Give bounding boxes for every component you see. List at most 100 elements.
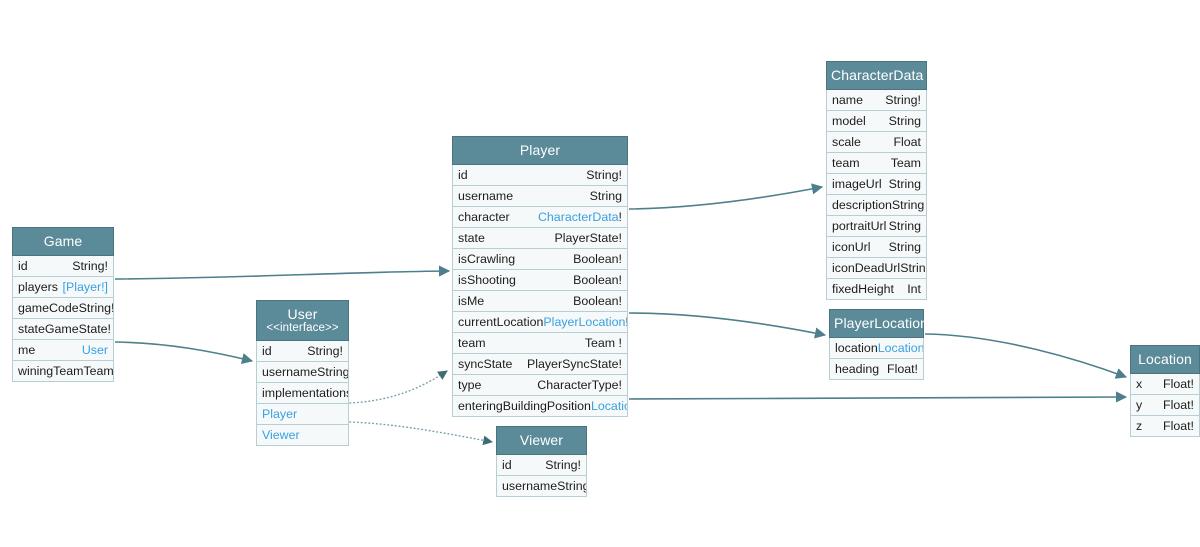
field-type: String [557,479,587,494]
field-name: id [502,458,512,473]
field-name: name [832,93,863,108]
implementations-label: implementations [262,385,349,400]
field-type: String! [545,458,581,473]
field-type-ref[interactable]: PlayerLocation [543,315,626,330]
edge-user-implements-player [349,370,448,404]
field-type: String [900,261,926,276]
entity-game-title: Game [12,227,114,257]
table-row[interactable]: portraitUrl String [826,216,927,238]
field-type: Int [907,282,921,297]
table-row[interactable]: state GameState! [12,319,114,341]
edge-user-implements-viewer [349,421,493,446]
edge-player-character-to-characterdata [628,183,824,210]
entity-player[interactable]: Player id String! username String charac… [452,136,628,418]
table-row[interactable]: imageUrl String [826,174,927,196]
field-type-ref[interactable]: [Player!] [62,280,108,295]
field-type: Boolean! [573,273,622,288]
table-row[interactable]: id String! [496,455,587,477]
implementation-item-player[interactable]: Player [256,403,349,425]
entity-user-title: User <<interface>> [256,300,349,341]
field-type: PlayerState! [554,231,623,246]
table-row[interactable]: syncState PlayerSyncState! [452,354,628,376]
field-type-ref[interactable]: CharacterData [537,210,619,225]
field-name: state [458,231,485,246]
field-type: Float! [1163,419,1194,434]
field-name: imageUrl [832,177,882,192]
field-type: CharacterData! [538,210,622,224]
field-name: character [458,210,510,225]
field-type-ref[interactable]: Location [590,399,627,414]
table-row[interactable]: y Float! [1130,395,1200,417]
table-row[interactable]: me User [12,340,114,362]
entity-player-location[interactable]: PlayerLocation location Location! headin… [829,309,928,381]
table-row[interactable]: players [Player!] [12,277,114,299]
table-row[interactable]: currentLocation PlayerLocation! [452,312,628,334]
table-row[interactable]: gameCode String! [12,298,114,320]
table-row[interactable]: team Team ! [452,333,628,355]
table-row[interactable]: name String! [826,90,927,112]
table-row[interactable]: id String! [256,340,349,362]
field-type-ref[interactable]: User [81,343,108,358]
field-type-suffix: ! [625,315,627,329]
field-type-ref[interactable]: Location [877,341,924,356]
table-row[interactable]: state PlayerState! [452,228,628,250]
field-name: x [1136,377,1143,392]
table-row[interactable]: x Float! [1130,374,1200,396]
entity-game[interactable]: Game id String! players [Player!] gameCo… [12,227,114,383]
implementation-label: Player [262,406,298,421]
entity-user[interactable]: User <<interface>> id String! username S… [256,300,349,446]
field-name: y [1136,398,1143,413]
implementation-label: Viewer [262,427,300,442]
edge-playerlocation-location-to-location [924,333,1128,379]
table-row[interactable]: id String! [452,165,628,187]
field-name: id [18,259,28,274]
field-name: gameCode [18,301,79,316]
table-row[interactable]: description String [826,195,927,217]
field-name: id [458,168,468,183]
field-type: String [317,364,349,379]
entity-viewer-title: Viewer [496,426,587,456]
field-name: isCrawling [458,252,516,267]
field-name: team [832,156,860,171]
table-row[interactable]: username String [256,361,349,383]
field-type: Float! [1163,398,1194,413]
field-name: isShooting [458,273,516,288]
field-name: username [502,479,558,494]
field-type: Float! [887,362,918,377]
field-type: String [589,189,622,204]
table-row[interactable]: fixedHeight Int [826,279,927,301]
table-row[interactable]: username String [496,476,587,498]
table-row[interactable]: winingTeam Team [12,361,114,383]
table-row[interactable]: isMe Boolean! [452,291,628,313]
entity-location[interactable]: Location x Float! y Float! z Float! [1130,345,1200,438]
entity-character-data[interactable]: CharacterData name String! model String … [826,61,927,301]
table-row[interactable]: iconUrl String [826,237,927,259]
table-row[interactable]: isShooting Boolean! [452,270,628,292]
table-row[interactable]: scale Float [826,132,927,154]
entity-location-title: Location [1130,345,1200,375]
field-type: String! [885,93,921,108]
table-row[interactable]: character CharacterData! [452,207,628,229]
field-name: players [18,280,58,295]
table-row[interactable]: location Location! [829,338,924,360]
table-row[interactable]: heading Float! [829,359,924,381]
table-row[interactable]: id String! [12,256,114,278]
entity-user-stereotype: <<interface>> [266,322,339,335]
table-row[interactable]: team Team [826,153,927,175]
table-row[interactable]: username String [452,186,628,208]
field-type: CharacterType! [537,378,622,393]
table-row[interactable]: z Float! [1130,416,1200,438]
field-name: description [832,198,892,213]
field-type: Location! [877,341,924,356]
table-row[interactable]: enteringBuildingPosition Location [452,396,628,418]
entity-viewer[interactable]: Viewer id String! username String [496,426,587,498]
implementation-item-viewer[interactable]: Viewer [256,424,349,446]
table-row[interactable]: type CharacterType! [452,375,628,397]
table-row[interactable]: model String [826,111,927,133]
table-row[interactable]: isCrawling Boolean! [452,249,628,271]
field-name: state [18,322,45,337]
field-name: location [835,341,878,356]
field-name: me [18,343,36,358]
table-row[interactable]: iconDeadUrl String [826,258,927,280]
